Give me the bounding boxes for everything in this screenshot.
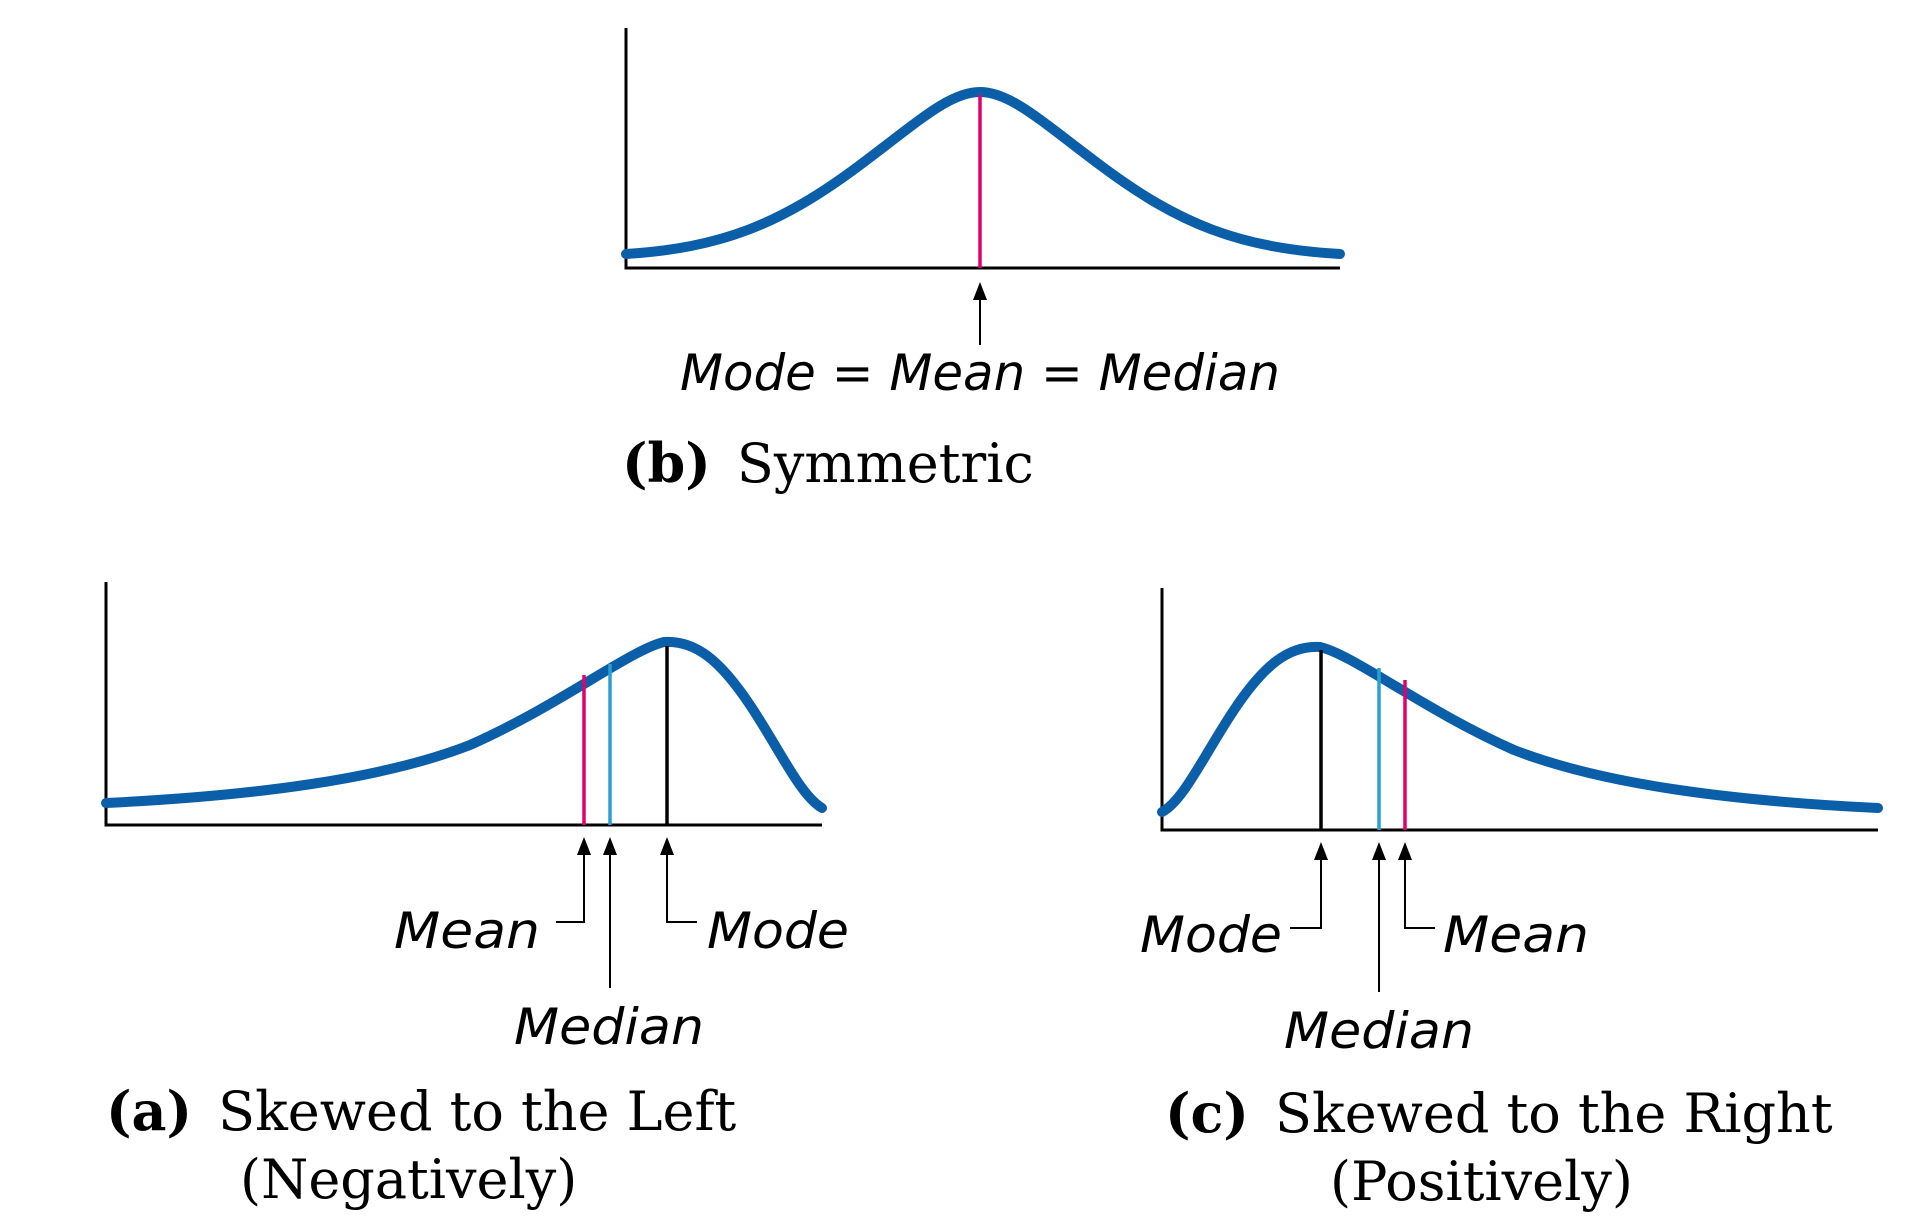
- right-caption-title: Skewed to the Right: [1275, 1082, 1833, 1145]
- right-mode-arrow: [1290, 842, 1328, 929]
- right-median-label: Median: [1284, 1002, 1474, 1060]
- left-mean-arrow: [556, 837, 591, 923]
- right-median-arrow: [1372, 842, 1386, 992]
- left-caption-title: Skewed to the Left: [218, 1080, 736, 1143]
- right-mean-label: Mean: [1443, 906, 1589, 964]
- left-median-arrow: [603, 837, 617, 988]
- symmetric-axes: [624, 28, 1340, 270]
- right-caption-sub: (Positively): [1330, 1150, 1633, 1213]
- right-mean-arrow: [1398, 842, 1435, 929]
- left-caption: (a) Skewed to the Left: [106, 1079, 736, 1143]
- right-caption: (c) Skewed to the Right: [1165, 1081, 1833, 1145]
- left-mode-label: Mode: [707, 902, 849, 960]
- left-median-label: Median: [514, 998, 704, 1056]
- symmetric-combined-label: Mode = Mean = Median: [680, 344, 1280, 402]
- panel-right-skew: Mode Mean Median (c) Skewed to the Right…: [1140, 588, 1883, 1213]
- right-caption-letter: (c): [1165, 1081, 1249, 1145]
- symmetric-caption-title: Symmetric: [737, 432, 1034, 495]
- left-caption-sub: (Negatively): [240, 1148, 577, 1211]
- left-axes: [104, 582, 822, 827]
- symmetric-curve: [621, 87, 1345, 259]
- left-mean-label: Mean: [394, 902, 540, 960]
- left-mode-arrow: [660, 837, 697, 923]
- right-mode-label: Mode: [1140, 906, 1282, 964]
- panel-left-skew: Mean Mode Median (a) Skewed to the Left …: [101, 582, 849, 1211]
- left-skew-curve: [101, 636, 827, 813]
- left-caption-letter: (a): [106, 1079, 192, 1143]
- symmetric-caption: (b) Symmetric: [622, 431, 1034, 495]
- panel-symmetric: Mode = Mean = Median (b) Symmetric: [621, 28, 1345, 495]
- symmetric-caption-letter: (b): [622, 431, 711, 495]
- symmetric-center-arrow: [973, 282, 987, 345]
- right-axes: [1160, 588, 1878, 832]
- right-skew-curve: [1157, 641, 1883, 817]
